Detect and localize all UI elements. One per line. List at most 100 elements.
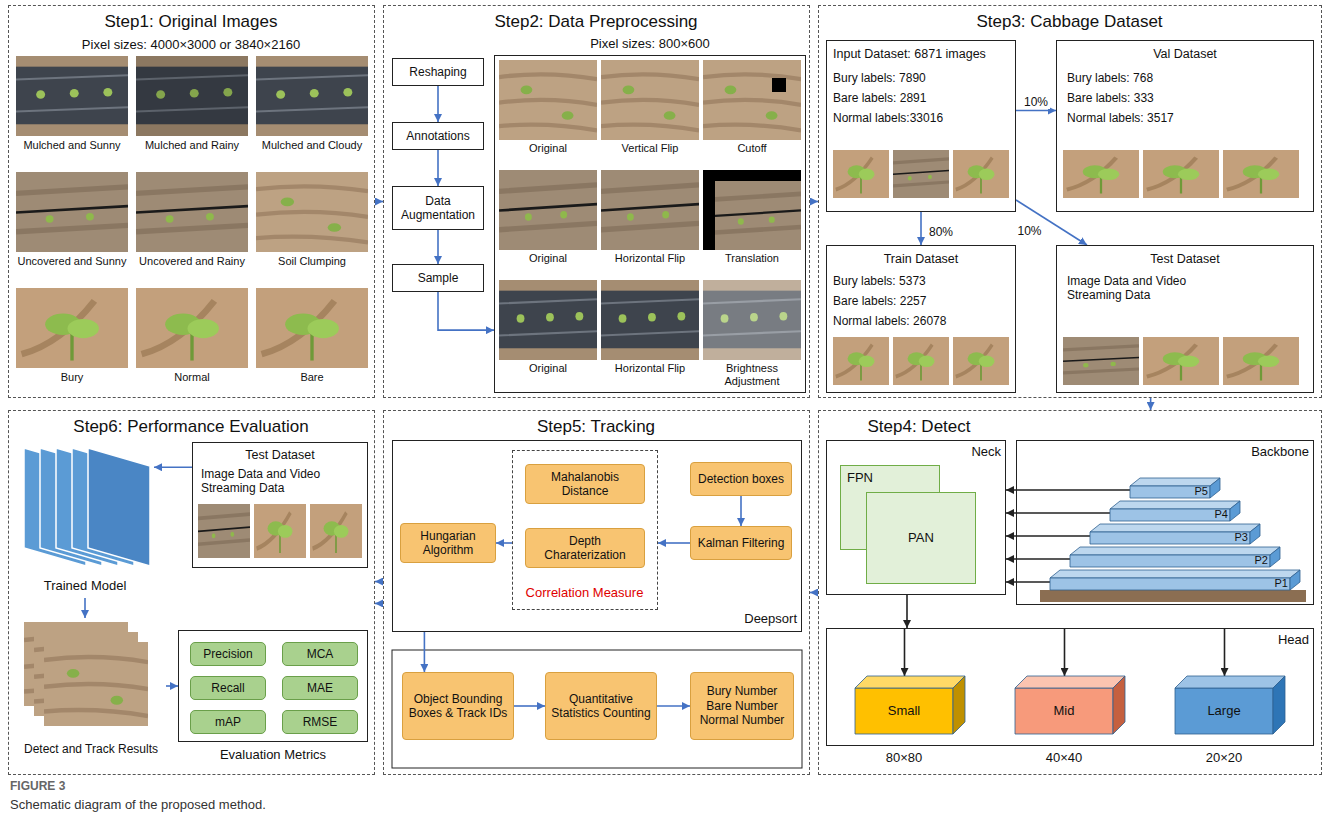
dataset-box: Val DatasetBury labels: 768Bare labels: …: [1056, 40, 1314, 212]
process-box-text: Kalman Filtering: [698, 536, 785, 550]
photo: [1063, 150, 1139, 198]
shape-face: [1050, 578, 1290, 590]
image-caption: Bare: [253, 371, 371, 384]
deepsort-box: DeepsortCorrelation MeasureMahalanobis D…: [392, 440, 802, 632]
text-slot: Mulched and Sunny: [13, 139, 131, 152]
text-slot: Detect and Track Results: [16, 742, 166, 756]
dataset-box-text: Val Dataset: [1057, 47, 1313, 62]
text-slot: Step4: Detect: [827, 417, 1011, 437]
flow-arrow: [437, 230, 439, 264]
flow-arrow: [657, 705, 690, 707]
dataset-box: Input Dataset: 6871 imagesBury labels: 7…: [826, 40, 1016, 212]
dataset-box-text: Train Dataset: [827, 252, 1015, 267]
text-slot: Bare labels: 2891: [833, 91, 1011, 105]
photo: [953, 337, 1009, 385]
text-slot: 10%: [1009, 221, 1049, 239]
photo: [601, 280, 699, 360]
photo: [715, 181, 801, 250]
process-box: Kalman Filtering: [690, 526, 792, 560]
feature-level-text: P1: [1258, 577, 1288, 590]
photo: [1063, 337, 1139, 385]
deepsort-box-text: Deepsort: [713, 611, 797, 627]
text-slot: P1: [1258, 577, 1288, 590]
text-slot: 20×20: [1194, 750, 1254, 766]
metric-box-text: MCA: [307, 647, 334, 661]
head-box-text: Head: [1247, 632, 1309, 648]
fpn-box-text: FPN: [847, 470, 897, 486]
text-slot: Bare: [253, 371, 371, 384]
step-panel-text: Step1: Original Images: [9, 12, 373, 32]
process-box-text: Depth Charaterization: [529, 534, 641, 563]
neck-box-text: Neck: [947, 444, 1001, 460]
photo: [310, 504, 362, 558]
slab-shape: [1050, 570, 1300, 590]
process-box: Mahalanobis Distance: [525, 464, 645, 504]
feature-level: P5: [1130, 478, 1220, 498]
photo-shade: [136, 56, 248, 136]
feature-level: P3: [1090, 524, 1260, 544]
text-slot: Normal labels: 26078: [833, 314, 1011, 328]
shape-face: [1110, 501, 1240, 509]
flow-arrow: [1006, 512, 1110, 514]
process-box: Sample: [392, 264, 484, 292]
photo: [16, 288, 128, 368]
pan-box-text: PAN: [908, 530, 934, 546]
shape-face: [1015, 676, 1125, 688]
flow-arrow: [375, 201, 383, 203]
photo: [136, 172, 248, 252]
image-caption: Normal: [133, 371, 251, 384]
text-slot: 80%: [921, 222, 961, 240]
image-caption: Uncovered and Rainy: [133, 255, 251, 268]
shape-face: [1050, 570, 1300, 578]
process-box: Depth Charaterization: [525, 528, 645, 568]
process-box-text: Sample: [418, 271, 459, 285]
scale-cube-text: Small: [888, 703, 921, 719]
translation-frame: [703, 170, 801, 250]
dataset-box-text: Test Dataset: [193, 448, 367, 463]
metric-box: MAE: [282, 676, 358, 700]
feature-level-text: P5: [1178, 485, 1208, 498]
text-slot: Original: [498, 142, 598, 155]
process-box-text: Hungarian Algorithm: [404, 529, 492, 558]
flow-arrow: [1016, 200, 1087, 245]
process-box-text: Quantitative Statistics Counting: [549, 692, 653, 721]
brightness-overlay: [703, 280, 801, 360]
photo: [16, 56, 128, 136]
shape-face: [1175, 688, 1273, 734]
dataset-box-text: Image Data and Video Streaming Data: [201, 467, 361, 496]
photo: [833, 337, 889, 385]
text-slot: P3: [1218, 531, 1248, 544]
text-slot: Vertical Flip: [600, 142, 700, 155]
step-panel: Step5: TrackingDeepsortCorrelation Measu…: [383, 410, 810, 775]
step-panel-text: Step4: Detect: [827, 417, 1011, 437]
process-box-text: Object Bounding Boxes & Track IDs: [406, 692, 510, 721]
image-caption: 80×80: [874, 750, 934, 766]
metric-box-text: Precision: [203, 647, 252, 661]
shape-face: [1273, 676, 1285, 734]
step-panel-text: Step2: Data Preprocessing: [384, 12, 808, 32]
flow-arrow: [658, 542, 690, 544]
photo: [1223, 150, 1299, 198]
image-caption: Mulched and Rainy: [133, 139, 251, 152]
image-caption: Vertical Flip: [600, 142, 700, 155]
text-slot: Large: [1175, 688, 1273, 734]
text-slot: Bury labels: 768: [1067, 71, 1267, 85]
flow-arrow: [1006, 581, 1050, 583]
process-box-text: Detection boxes: [698, 472, 784, 486]
metrics-box-text: Evaluation Metrics: [179, 747, 367, 763]
image-grid-text: Pixel sizes: 800×600: [495, 36, 805, 52]
image-caption: 40×40: [1034, 750, 1094, 766]
shape-face: [1070, 547, 1280, 555]
scale-cube: Small: [855, 676, 965, 734]
photo: [601, 170, 699, 250]
process-box-text: Bare Number: [706, 699, 777, 713]
flow-arrow: [375, 603, 383, 605]
flow-arrow: [904, 628, 906, 676]
step-panel-text: Pixel sizes: 4000×3000 or 3840×2160: [9, 37, 373, 53]
metric-box-text: mAP: [215, 715, 241, 729]
step-panel: Step2: Data PreprocessingReshapingAnnota…: [383, 5, 810, 398]
text-slot: Step6: Performance Evaluation: [9, 417, 373, 437]
text-slot: Bare labels: 2257: [833, 294, 1011, 308]
step-panel: Step3: Cabbage DatasetInput Dataset: 687…: [818, 5, 1322, 398]
